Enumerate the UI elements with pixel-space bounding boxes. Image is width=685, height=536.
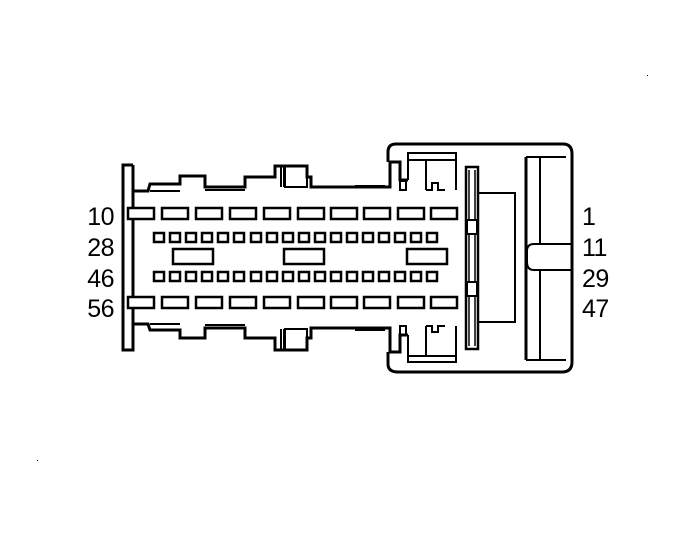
keying-slot [282, 247, 326, 266]
top-latch [284, 165, 308, 188]
keying-slot [171, 247, 215, 266]
connector-body-bottom [133, 322, 408, 354]
row-1-pins [126, 206, 459, 221]
row-3-pins [152, 270, 439, 283]
center-latch-bump [526, 243, 572, 271]
label-pin-47: 47 [582, 295, 609, 323]
keying-slot [405, 247, 449, 266]
row-4-pins [126, 295, 459, 310]
connector-shroud [386, 142, 574, 374]
connector-body-top [133, 160, 408, 193]
row-2-pins [152, 231, 439, 244]
label-pin-56: 56 [87, 295, 114, 323]
label-pin-11: 11 [582, 234, 607, 262]
label-pin-1: 1 [582, 203, 596, 231]
connector-left-flange [121, 163, 135, 352]
label-pin-46: 46 [87, 265, 114, 293]
locking-rail [464, 165, 480, 351]
label-pin-10: 10 [87, 203, 114, 231]
bottom-latch [284, 328, 308, 351]
pin-cavities [126, 206, 459, 310]
label-pin-28: 28 [87, 234, 114, 262]
label-pin-29: 29 [582, 265, 609, 293]
